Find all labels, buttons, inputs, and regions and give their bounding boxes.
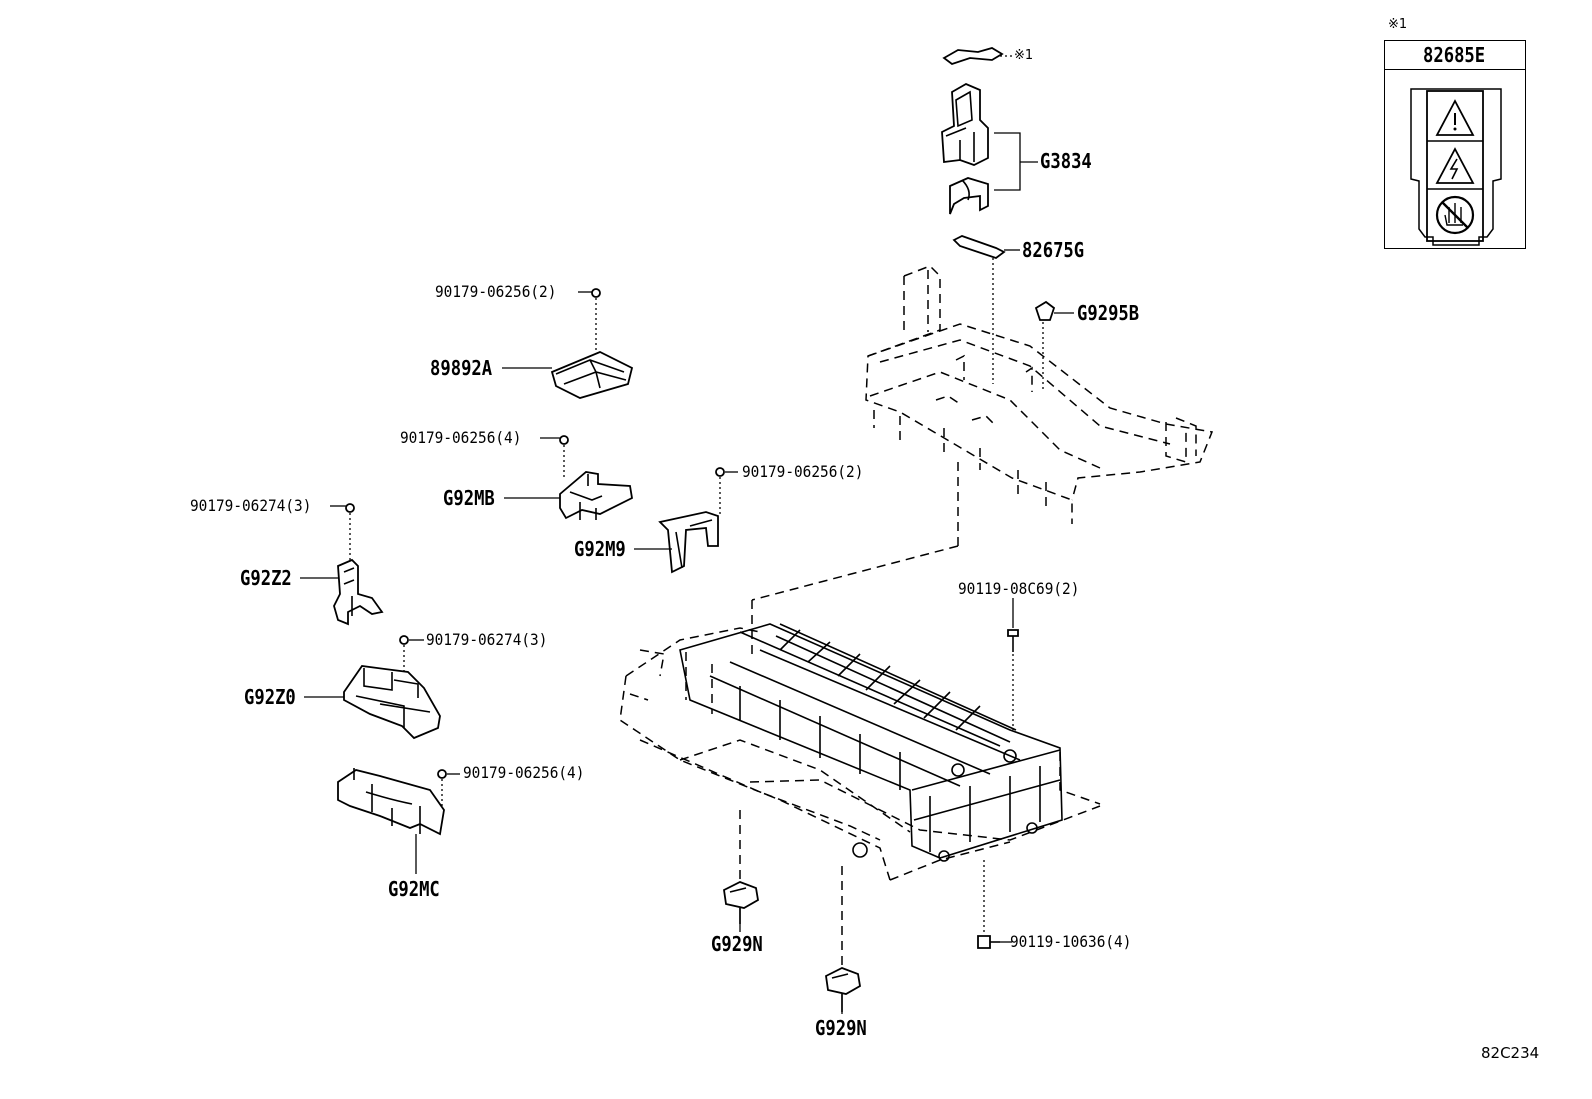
mount-g929n-right-part	[825, 967, 861, 1012]
callout-g929n-right: G929N	[815, 1016, 867, 1040]
callout-nut-89892a: 90179-06256(2)	[435, 282, 557, 301]
nut-g92mc-part	[437, 769, 447, 779]
callout-g92m9: G92M9	[574, 537, 626, 561]
warning-triangle-icon	[1435, 99, 1475, 136]
callout-89892a: 89892A	[430, 356, 493, 380]
nut-g92z2-part	[345, 503, 355, 513]
note-mark-label-box: ※1	[1388, 17, 1408, 32]
callout-g92z2: G92Z2	[240, 566, 292, 590]
callout-g3834: G3834	[1040, 149, 1092, 173]
bracket-g92mb-part	[559, 471, 633, 520]
mount-g929n-left-part	[723, 881, 759, 924]
nut-g92z0-part	[399, 635, 409, 645]
warning-label-header	[1385, 41, 1525, 70]
bracket-g92mc-part	[337, 768, 445, 836]
callout-g92mc: G92MC	[388, 877, 440, 901]
warning-label-artwork	[1410, 88, 1502, 246]
callout-nut-g92mc: 90179-06256(4)	[463, 763, 585, 782]
callout-note1: ※1	[1014, 48, 1034, 63]
callout-nut-g92z0: 90179-06274(3)	[426, 630, 548, 649]
warning-label-part-no: 82685E	[1423, 43, 1486, 67]
bolt-bottom-part	[977, 935, 1000, 949]
clip-g9295b-part	[1034, 300, 1056, 321]
plate-82675g-part	[952, 235, 1006, 260]
callout-g929n-left: G929N	[711, 932, 763, 956]
junction-block-g92z0-part	[343, 665, 441, 740]
ecu-89892a-part	[550, 351, 634, 399]
bracket-g92z2-part	[333, 558, 384, 626]
warning-label-box: 82685E	[1384, 40, 1526, 249]
label-sheet-part	[942, 47, 1004, 66]
high-voltage-icon	[1435, 147, 1475, 184]
callout-82675g: 82675G	[1022, 238, 1085, 262]
nut-89892a-part	[591, 288, 601, 298]
callout-nut-g92m9: 90179-06256(2)	[742, 462, 864, 481]
battery-assembly-part	[619, 623, 1101, 881]
no-touch-icon	[1435, 195, 1475, 235]
bolt-top-part	[1007, 629, 1019, 652]
callout-g92z0: G92Z0	[244, 685, 296, 709]
service-plug-part	[941, 82, 989, 215]
bracket-g92m9-part	[658, 511, 719, 574]
nut-g92mb-part	[559, 435, 569, 445]
figure-reference: 82C234	[1481, 1044, 1540, 1062]
callout-bolt-top: 90119-08C69(2)	[958, 579, 1080, 598]
upper-frame-part	[865, 265, 1214, 524]
callout-bolt-bottom: 90119-10636(4)	[1010, 932, 1132, 951]
callout-g9295b: G9295B	[1077, 301, 1140, 325]
nut-g92m9-part	[715, 467, 725, 477]
callout-g92mb: G92MB	[443, 486, 495, 510]
callout-nut-g92z2: 90179-06274(3)	[190, 496, 312, 515]
callout-nut-g92mb: 90179-06256(4)	[400, 428, 522, 447]
